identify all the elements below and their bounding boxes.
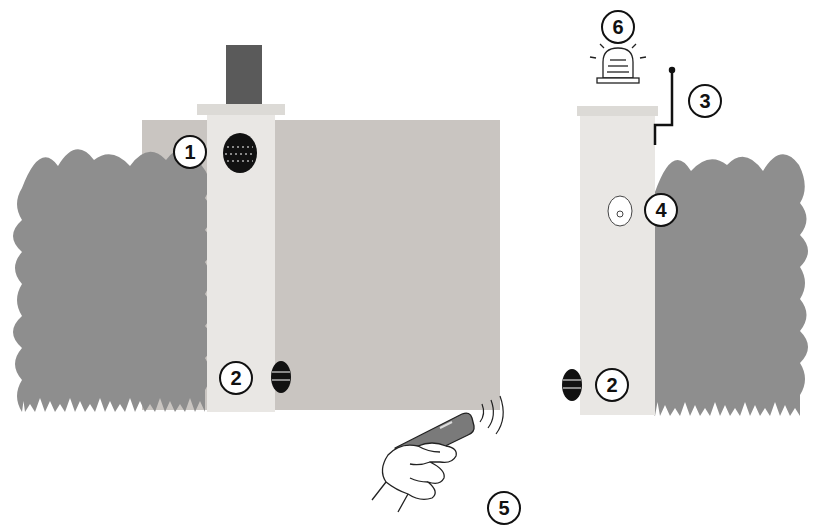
remote-control — [372, 396, 503, 512]
photocell — [562, 369, 582, 401]
callout-number: 2 — [595, 368, 629, 402]
right-hedge — [646, 154, 808, 416]
left-hedge — [13, 149, 213, 412]
callout-number: 6 — [601, 10, 635, 44]
right-pillar — [580, 115, 655, 415]
callout-number: 1 — [173, 135, 207, 169]
receiver-device — [223, 133, 257, 173]
left-pillar-cap — [197, 104, 285, 115]
antenna — [655, 68, 674, 145]
right-pillar-cap — [577, 106, 658, 116]
callout-number: 4 — [644, 193, 678, 227]
callout-number: 3 — [688, 84, 722, 118]
callout-number: 5 — [487, 491, 521, 525]
key-switch — [608, 196, 632, 226]
chimney-block — [226, 45, 262, 105]
left-pillar — [207, 114, 275, 412]
photocell — [271, 361, 291, 393]
hedges — [13, 149, 808, 416]
callout-number: 2 — [219, 361, 253, 395]
